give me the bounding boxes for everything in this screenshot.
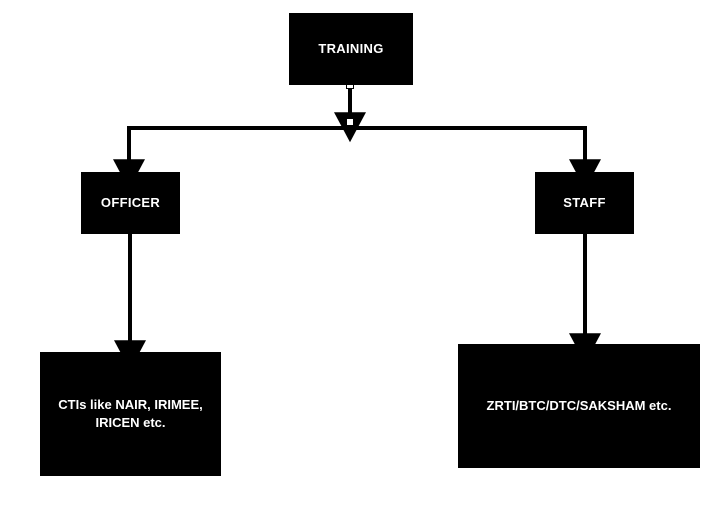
node-training[interactable]: TRAINING (289, 13, 413, 85)
node-ctis[interactable]: CTIs like NAIR, IRIMEE, IRICEN etc. (40, 352, 221, 476)
node-staff-label: STAFF (563, 195, 606, 211)
node-officer[interactable]: OFFICER (81, 172, 180, 234)
connector-handle-end[interactable] (346, 118, 354, 126)
node-ctis-label: CTIs like NAIR, IRIMEE, IRICEN etc. (58, 397, 203, 430)
node-zrti[interactable]: ZRTI/BTC/DTC/SAKSHAM etc. (458, 344, 700, 468)
node-staff[interactable]: STAFF (535, 172, 634, 234)
node-officer-label: OFFICER (100, 195, 161, 211)
node-training-label: TRAINING (318, 41, 384, 57)
node-zrti-label: ZRTI/BTC/DTC/SAKSHAM etc. (486, 398, 672, 414)
